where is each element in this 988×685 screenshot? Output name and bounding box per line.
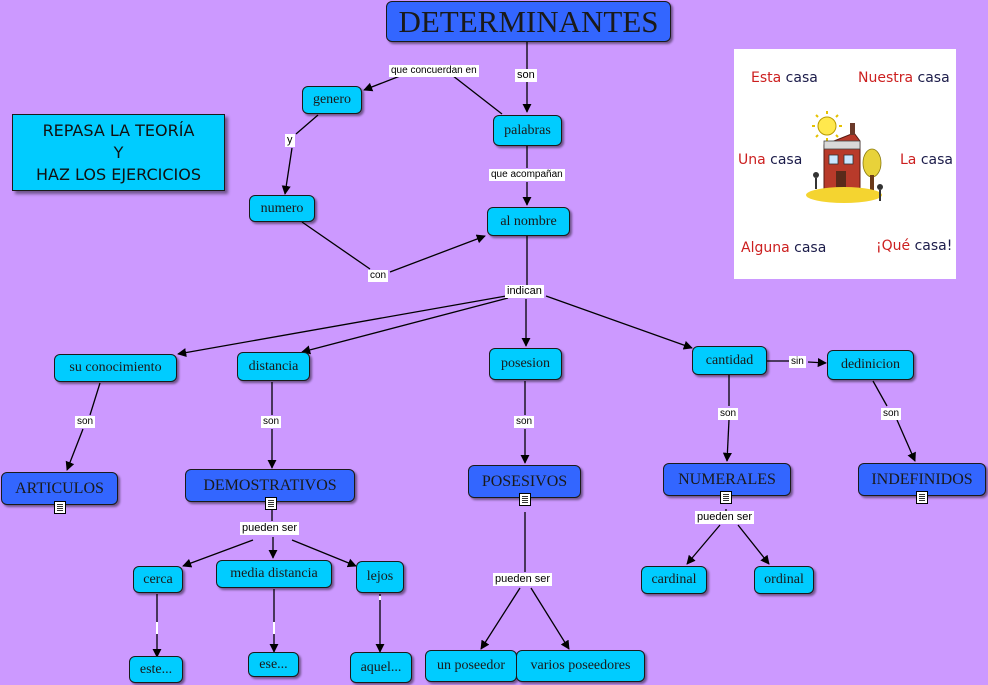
node-un-poseedor[interactable]: un poseedor (425, 650, 517, 682)
caption-alguna-casa: Alguna casa (741, 240, 827, 256)
link-label-son: son (514, 416, 535, 428)
document-icon[interactable] (916, 491, 928, 504)
link-label-indican: indican (505, 285, 544, 298)
node-ese[interactable]: ese... (248, 652, 299, 677)
instruction-box: REPASA LA TEORÍA Y HAZ LOS EJERCICIOS (12, 114, 225, 191)
link-label-sin: sin (789, 356, 806, 368)
link-label-son: son (515, 69, 537, 82)
link-label-con: con (368, 270, 389, 282)
node-numero[interactable]: numero (249, 195, 315, 222)
document-icon[interactable] (519, 493, 531, 506)
link-label-pueden-ser: pueden ser (493, 573, 553, 586)
caption-nuestra-casa: Nuestra casa (858, 70, 950, 86)
node-cardinal[interactable]: cardinal (641, 566, 707, 594)
node-ordinal[interactable]: ordinal (754, 566, 814, 594)
document-icon[interactable] (265, 497, 277, 510)
caption-esta-casa: Esta casa (751, 70, 818, 86)
house-illustration-panel: Esta casa Nuestra casa Una casa La casa … (734, 49, 956, 279)
link-label-que-concuerdan-en: que concuerdan en (389, 65, 479, 77)
node-dedinicion[interactable]: dedinicion (827, 350, 914, 380)
instruction-line-1: REPASA LA TEORÍA (42, 120, 195, 140)
instruction-line-2: Y (113, 142, 124, 162)
link-label-que-acompanan: que acompañan (489, 169, 565, 181)
link-label-y: y (285, 134, 295, 147)
node-demostrativos[interactable]: DEMOSTRATIVOS (185, 469, 355, 502)
document-icon[interactable] (54, 501, 66, 514)
node-aquel[interactable]: aquel... (350, 652, 412, 683)
house-clipart-icon (806, 111, 883, 203)
link-label-son: son (261, 416, 282, 428)
link-label-son: son (718, 408, 739, 420)
title-node-determinantes[interactable]: DETERMINANTES (386, 1, 671, 42)
node-genero[interactable]: genero (302, 86, 362, 114)
node-distancia[interactable]: distancia (237, 352, 310, 381)
link-label-pueden-ser: pueden ser (695, 511, 755, 524)
document-icon[interactable] (720, 491, 732, 504)
link-label-son: son (881, 408, 902, 420)
node-palabras[interactable]: palabras (493, 115, 562, 146)
caption-una-casa: Una casa (738, 152, 803, 168)
link-label-son: son (75, 416, 96, 428)
caption-la-casa: La casa (900, 152, 953, 168)
node-indefinidos[interactable]: INDEFINIDOS (858, 463, 986, 496)
node-posesion[interactable]: posesion (489, 348, 562, 380)
node-posesivos[interactable]: POSESIVOS (468, 465, 581, 498)
node-cantidad[interactable]: cantidad (692, 346, 767, 375)
node-varios-poseedores[interactable]: varios poseedores (516, 650, 645, 682)
node-media-distancia[interactable]: media distancia (216, 560, 332, 588)
node-al-nombre[interactable]: al nombre (487, 207, 570, 236)
node-cerca[interactable]: cerca (133, 566, 183, 593)
node-articulos[interactable]: ARTICULOS (1, 472, 118, 505)
caption-que-casa: ¡Qué casa! (876, 238, 953, 254)
node-lejos[interactable]: lejos (356, 561, 404, 593)
instruction-line-3: HAZ LOS EJERCICIOS (36, 164, 201, 184)
node-su-conocimiento[interactable]: su conocimiento (54, 354, 177, 382)
node-este[interactable]: este... (129, 656, 183, 683)
link-label-pueden-ser: pueden ser (240, 522, 300, 535)
